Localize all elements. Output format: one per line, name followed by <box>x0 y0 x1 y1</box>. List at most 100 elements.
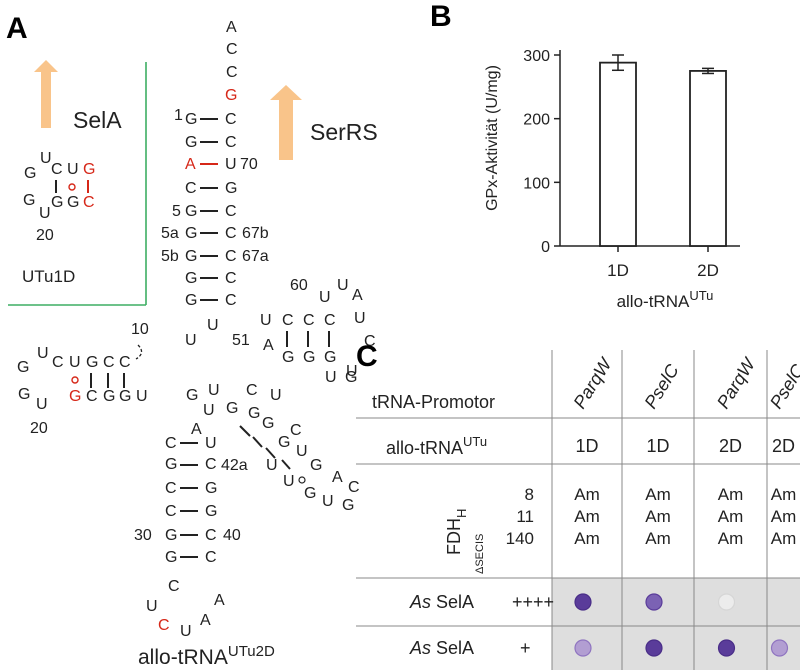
svg-text:G: G <box>18 386 30 403</box>
svg-text:C: C <box>225 134 237 151</box>
inset-stem-loop: U G G U C G U G G C <box>23 150 95 222</box>
svg-text:G: G <box>226 400 238 417</box>
svg-text:G: G <box>278 434 290 451</box>
svg-text:G: G <box>24 165 36 182</box>
svg-text:G: G <box>185 270 197 287</box>
svg-text:C: C <box>168 578 180 595</box>
svg-text:G: G <box>165 527 177 544</box>
svg-text:G: G <box>282 349 294 366</box>
svg-text:G: G <box>165 549 177 566</box>
svg-text:A: A <box>214 592 225 609</box>
allo-value: 1D <box>646 436 669 456</box>
svg-text:G: G <box>303 349 315 366</box>
anticodon-arm: A C G C C G G U C G G C C C U C U A A <box>146 421 225 640</box>
svg-text:C: C <box>290 422 302 439</box>
svg-text:G: G <box>186 387 198 404</box>
chart-y-label: GPx-Aktivität (U/mg) <box>484 65 501 211</box>
variable-loop: G U U G C G U G C G U G U U G U G A C <box>186 382 360 514</box>
svg-text:A: A <box>200 612 211 629</box>
y-tick-label: 100 <box>523 175 550 192</box>
svg-text:G: G <box>324 349 336 366</box>
svg-text:G: G <box>103 388 115 405</box>
colony-spot <box>645 639 663 657</box>
y-tick-label: 300 <box>523 48 550 65</box>
svg-text:C: C <box>225 292 237 309</box>
inset-number-20: 20 <box>36 227 54 244</box>
serrs-label: SerRS <box>310 119 378 145</box>
fdh-row-label: 8 <box>525 485 534 504</box>
spot-background <box>552 578 800 670</box>
y-tick-label: 200 <box>523 112 550 129</box>
inset-name: UTu1D <box>22 267 75 286</box>
fdh-row-label: 140 <box>506 529 534 548</box>
am-cell: Am <box>771 485 797 504</box>
svg-text:C: C <box>303 312 315 329</box>
number-5: 5 <box>172 203 181 220</box>
svg-text:C: C <box>52 354 64 371</box>
am-cell: Am <box>574 485 600 504</box>
number-10: 10 <box>131 321 149 338</box>
number-67b: 67b <box>242 225 269 242</box>
colony-spot <box>645 593 663 611</box>
number-5a: 5a <box>161 225 179 242</box>
sela-arrow-icon <box>34 60 58 128</box>
svg-text:U: U <box>136 388 148 405</box>
connector-bases: U U <box>185 317 219 349</box>
number-60: 60 <box>290 277 308 294</box>
svg-text:G: G <box>23 192 35 209</box>
number-5b: 5b <box>161 248 179 265</box>
svg-text:G: G <box>225 180 237 197</box>
svg-text:C: C <box>364 333 376 350</box>
colony-spot <box>574 593 592 611</box>
svg-text:C: C <box>225 225 237 242</box>
acceptor-stem: A C C G C C U G C C C C C G G A C G G G … <box>185 19 238 309</box>
svg-text:A: A <box>185 156 196 173</box>
svg-text:U: U <box>36 396 48 413</box>
svg-text:G: G <box>185 248 197 265</box>
svg-text:A: A <box>263 337 274 354</box>
svg-text:C: C <box>165 435 177 452</box>
y-tick-label: 0 <box>541 239 550 256</box>
am-cell: Am <box>771 529 797 548</box>
svg-text:U: U <box>296 443 308 460</box>
svg-text:C: C <box>282 312 294 329</box>
svg-text:G: G <box>205 480 217 497</box>
svg-text:G: G <box>345 369 357 386</box>
svg-text:U: U <box>325 369 337 386</box>
fdh-subscript: ΔSECIS <box>474 534 486 574</box>
am-cell: Am <box>645 485 671 504</box>
svg-text:G: G <box>67 194 79 211</box>
sela-label: SelA <box>73 107 122 133</box>
svg-text:G: G <box>83 161 95 178</box>
svg-text:A: A <box>332 469 343 486</box>
panel-c-label: C <box>356 340 378 373</box>
svg-text:G: G <box>51 194 63 211</box>
chart-x-label: allo-tRNAUTu <box>617 288 714 311</box>
svg-text:G: G <box>165 456 177 473</box>
svg-text:G: G <box>185 203 197 220</box>
svg-text:C: C <box>103 354 115 371</box>
allo-value: 1D <box>575 436 598 456</box>
t-arm: U C C C G G G U U A U C U U G A <box>260 277 376 386</box>
number-67a: 67a <box>242 248 269 265</box>
svg-text:C: C <box>225 203 237 220</box>
bar <box>599 61 637 247</box>
svg-text:G: G <box>304 485 316 502</box>
svg-text:C: C <box>165 480 177 497</box>
svg-text:C: C <box>185 180 197 197</box>
svg-text:G: G <box>205 503 217 520</box>
svg-text:G: G <box>86 354 98 371</box>
am-cell: Am <box>574 529 600 548</box>
number-51: 51 <box>232 332 250 349</box>
svg-text:C: C <box>205 527 217 544</box>
svg-text:G: G <box>185 292 197 309</box>
colony-spot <box>574 639 592 657</box>
promoter-name: PselC <box>766 360 800 412</box>
am-cell: Am <box>771 507 797 526</box>
colony-spot <box>717 593 736 611</box>
sela-level: ++++ <box>512 592 554 612</box>
svg-text:U: U <box>185 332 197 349</box>
am-cell: Am <box>645 507 671 526</box>
